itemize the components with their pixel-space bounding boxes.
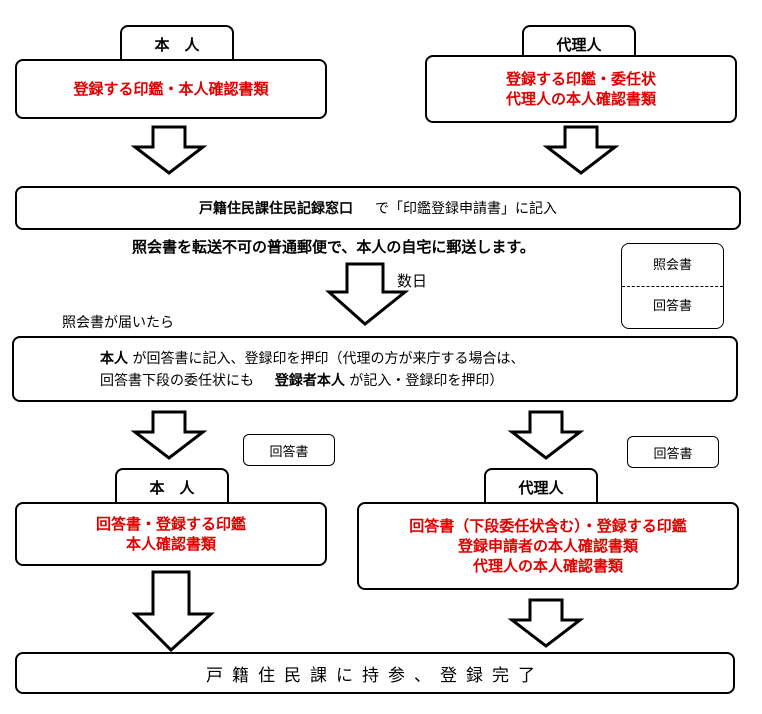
step2-line2: 回答書下段の委任状にも 登録者本人 が記入・登録印を押印）: [100, 370, 503, 390]
form-card-bottom: 回答書: [652, 298, 692, 314]
answer-tag-right: 回答書: [627, 436, 719, 468]
answer-tag-left: 回答書: [243, 434, 335, 466]
step2-box: 本人 が回答書に記入、登録印を押印（代理の方が来庁する場合は、 回答書下段の委任…: [12, 336, 738, 402]
top-right-box-line1: 登録する印鑑・委任状: [505, 70, 656, 88]
top-right-tab-label: 代理人: [556, 35, 602, 54]
form-card-divider: [622, 285, 723, 287]
bottom-right-tab-label: 代理人: [518, 478, 564, 497]
step1-box: 戸籍住民課住民記録窓口 で「印鑑登録申請書」に記入: [15, 186, 741, 230]
bottom-right-box: 回答書（下段委任状含む）・登録する印鑑 登録申請者の本人確認書類 代理人の本人確…: [357, 502, 739, 590]
bottom-left-box-line2: 本人確認書類: [125, 535, 216, 553]
arrow-down-icon: [130, 125, 208, 175]
arrow-down-icon: [130, 410, 208, 460]
step2-l1-rest: が回答書に記入、登録印を押印（代理の方が来庁する場合は、: [132, 351, 525, 367]
arrow-down-icon: [507, 410, 585, 460]
days-label: 数日: [397, 272, 428, 290]
top-left-box-text: 登録する印鑑・本人確認書類: [73, 80, 269, 98]
top-left-tab-label: 本 人: [154, 35, 200, 54]
step2-l2-start: 回答書下段の委任状にも: [100, 373, 254, 389]
bottom-left-tab: 本 人: [115, 468, 229, 504]
arrow-down-icon: [542, 125, 620, 175]
top-right-box-line2: 代理人の本人確認書類: [505, 90, 656, 108]
step2-l2-end: が記入・登録印を押印）: [349, 373, 504, 389]
answer-tag-right-label: 回答書: [653, 446, 693, 462]
mail-notice: 照会書を転送不可の普通郵便で、本人の自宅に郵送します。: [132, 238, 535, 256]
arrow-down-icon: [131, 570, 215, 653]
step1-window: 戸籍住民課住民記録窓口: [199, 201, 353, 217]
top-right-box: 登録する印鑑・委任状 代理人の本人確認書類: [425, 55, 737, 123]
bottom-left-tab-label: 本 人: [149, 478, 195, 497]
answer-tag-left-label: 回答書: [269, 444, 309, 460]
bottom-right-box-line2: 登録申請者の本人確認書類: [457, 537, 638, 555]
bottom-left-box: 回答書・登録する印鑑 本人確認書類: [15, 502, 327, 566]
arrow-down-icon: [507, 598, 585, 648]
bottom-right-box-line1: 回答書（下段委任状含む）・登録する印鑑: [409, 517, 687, 535]
bottom-right-tab: 代理人: [484, 468, 598, 504]
step1-text: で「印鑑登録申請書」に記入: [375, 201, 557, 217]
step2-l2-bold: 登録者本人: [274, 373, 345, 389]
step2-line1: 本人 が回答書に記入、登録印を押印（代理の方が来庁する場合は、: [100, 348, 524, 368]
step2-l1-bold: 本人: [100, 351, 128, 367]
final-text: 戸籍住民課に持参、登録完了: [206, 665, 544, 686]
form-card: 照会書 回答書: [621, 243, 724, 329]
top-left-box: 登録する印鑑・本人確認書類: [15, 59, 327, 119]
arrow-down-icon: [325, 262, 410, 326]
bottom-left-box-line1: 回答書・登録する印鑑: [95, 515, 246, 533]
bottom-right-box-line3: 代理人の本人確認書類: [472, 557, 623, 575]
top-left-tab: 本 人: [120, 25, 234, 61]
received-label: 照会書が届いたら: [62, 315, 174, 331]
final-box: 戸籍住民課に持参、登録完了: [15, 652, 735, 694]
form-card-top: 照会書: [652, 257, 692, 273]
